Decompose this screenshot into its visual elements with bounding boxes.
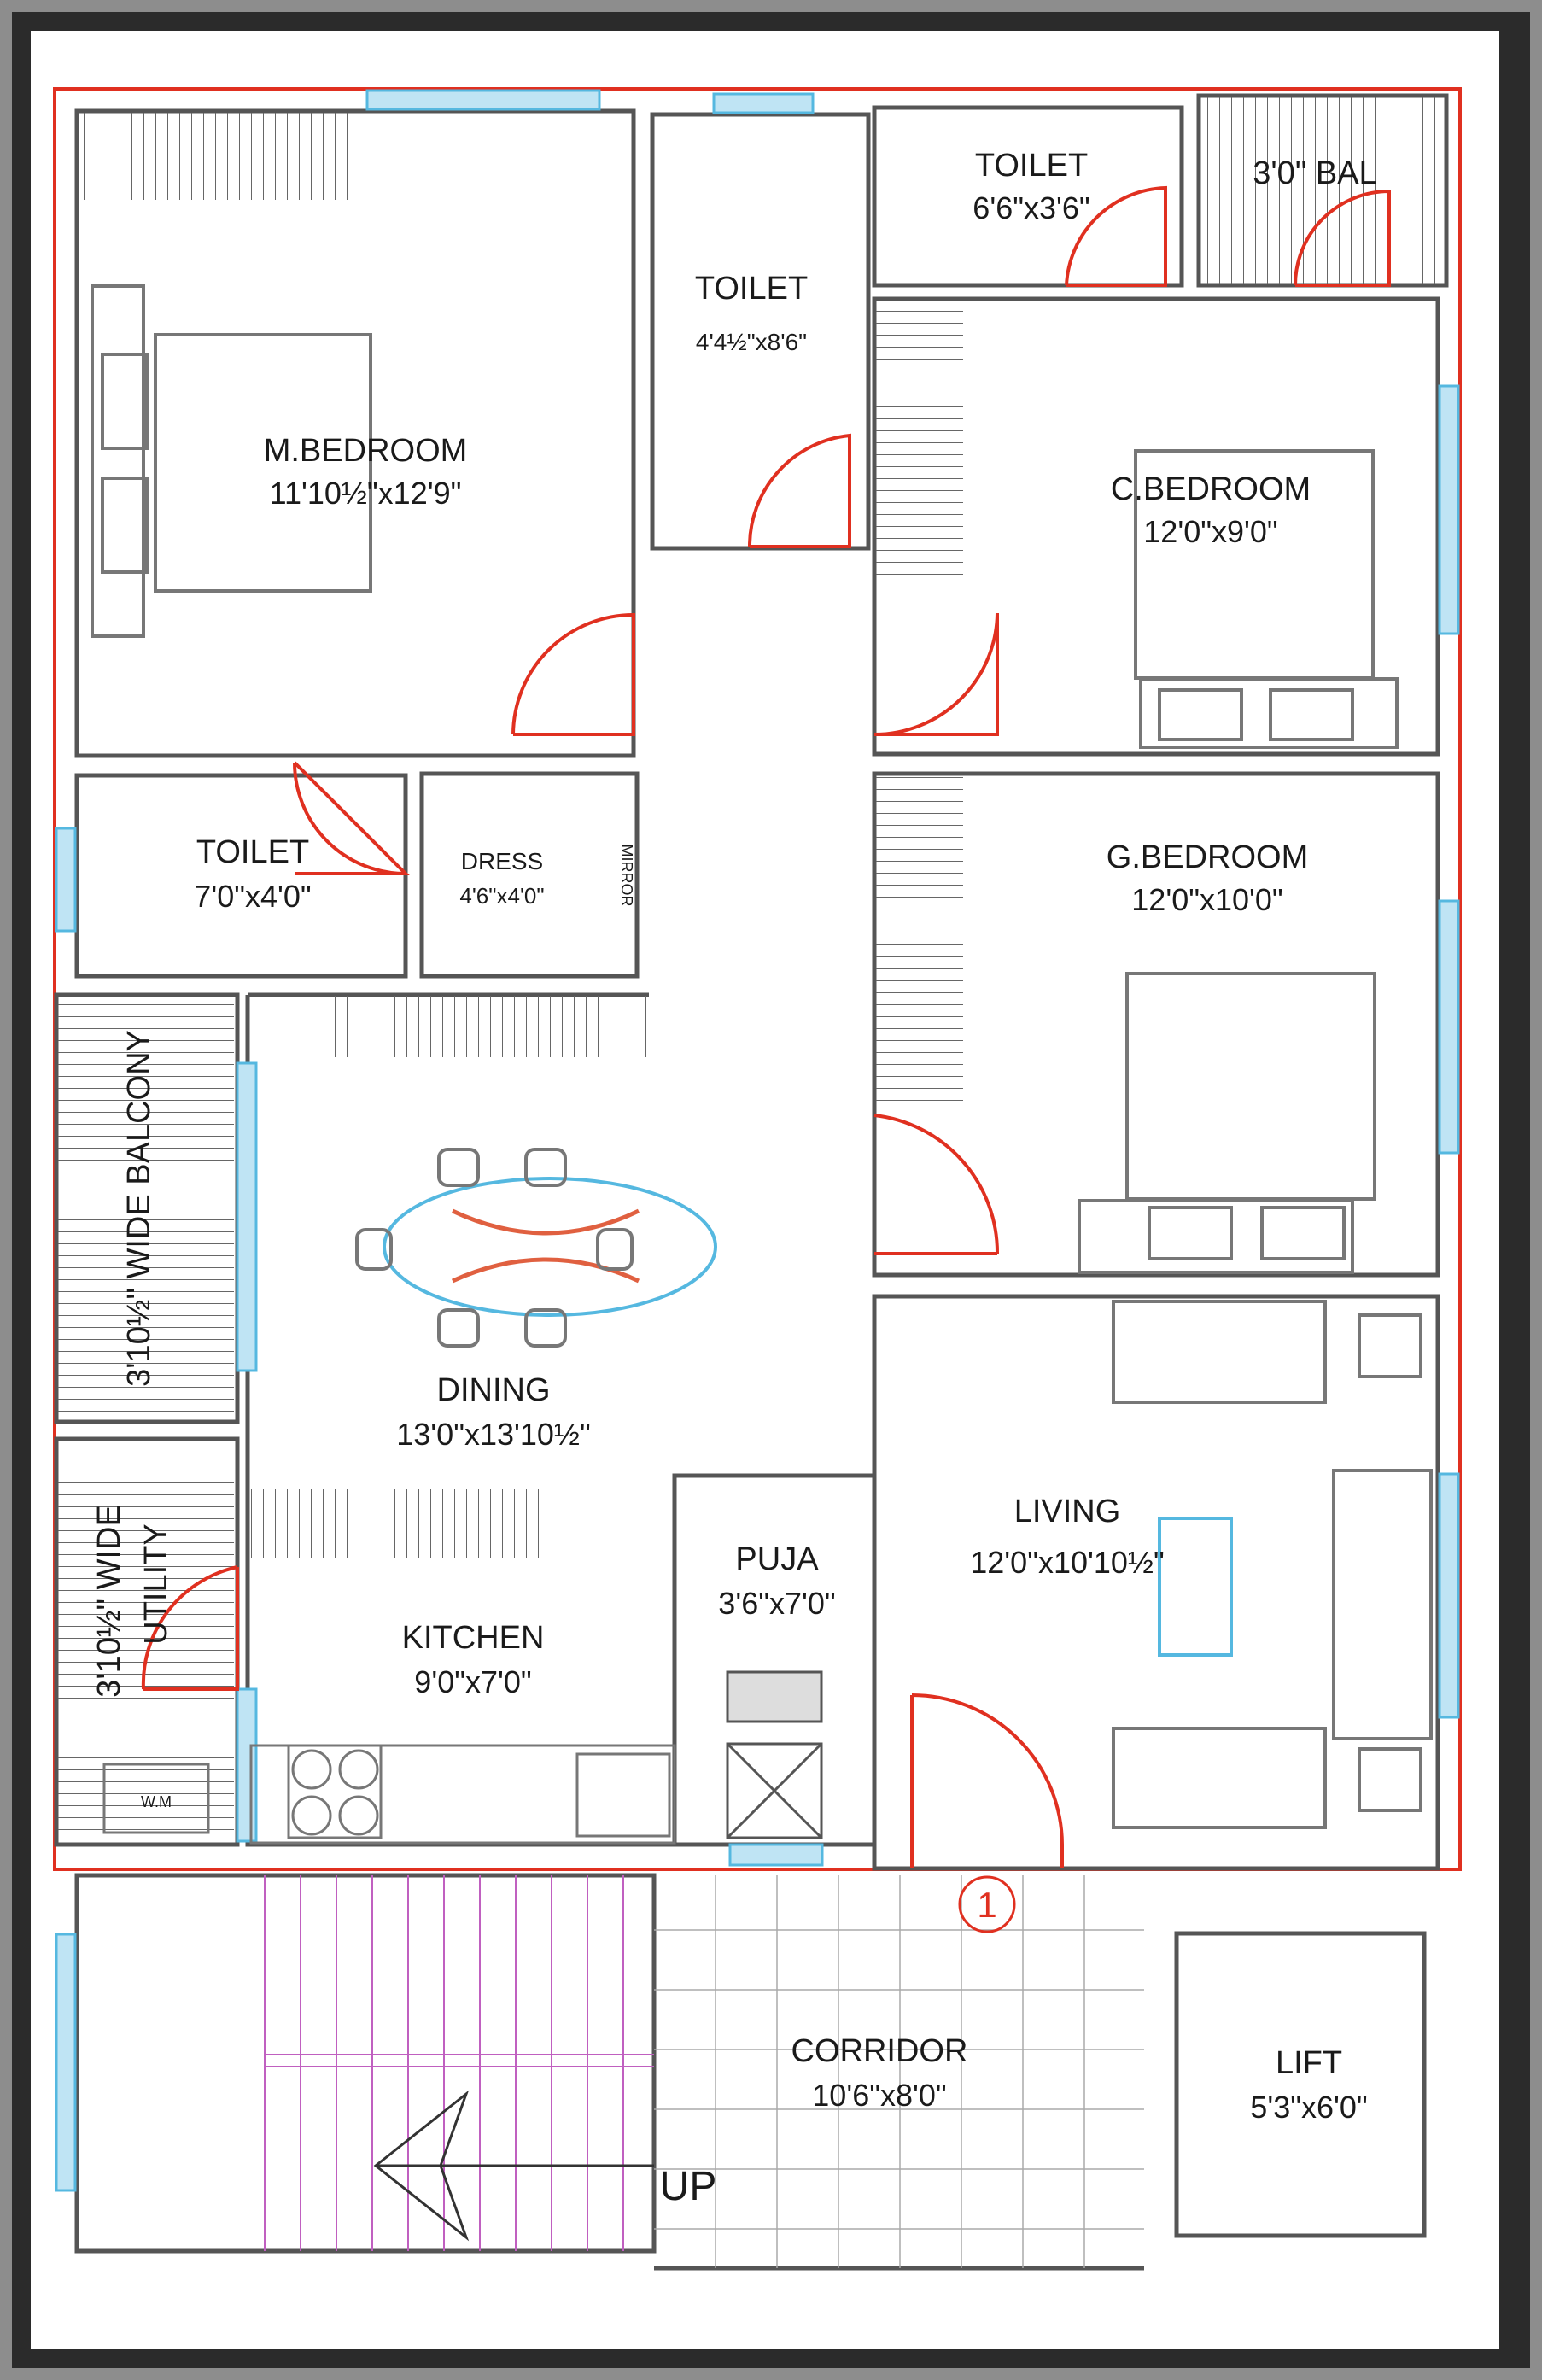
label-lift: LIFT bbox=[1276, 2045, 1342, 2081]
dim-living: 12'0"x10'10½" bbox=[970, 1545, 1164, 1580]
label-toilet-top: TOILET bbox=[975, 148, 1088, 184]
hatch-child-bedroom-side bbox=[876, 303, 963, 585]
dim-kitchen: 9'0"x7'0" bbox=[414, 1664, 531, 1699]
corridor-tiles bbox=[654, 1875, 1144, 2268]
label-balcony-side: 3'10½" WIDE BALCONY bbox=[121, 1030, 157, 1387]
label-living: LIVING bbox=[1014, 1494, 1121, 1529]
wall-guest-bedroom bbox=[872, 771, 1440, 1278]
walls bbox=[54, 93, 1449, 2271]
wall-toilet-top bbox=[872, 105, 1184, 288]
label-washing-machine: W.M bbox=[141, 1793, 172, 1810]
dim-master-bedroom: 11'10½"x12'9" bbox=[270, 476, 462, 511]
label-utility-2: UTILITY bbox=[138, 1523, 174, 1644]
dim-guest-bedroom: 12'0"x10'0" bbox=[1131, 882, 1282, 917]
dim-lift: 5'3"x6'0" bbox=[1250, 2090, 1367, 2125]
entrance-marker-label: 1 bbox=[977, 1885, 996, 1925]
hatch-balcony-side bbox=[58, 997, 234, 1419]
wall-dress bbox=[419, 771, 640, 979]
dining-table bbox=[355, 1148, 717, 1348]
hatch-utility bbox=[58, 1441, 234, 1841]
hatch-balcony-top bbox=[1200, 97, 1445, 284]
hatch-kitchen-top bbox=[249, 1489, 540, 1558]
label-kitchen: KITCHEN bbox=[402, 1620, 545, 1656]
kitchen-counter bbox=[102, 1744, 676, 1845]
dim-dress: 4'6"x4'0" bbox=[459, 883, 544, 909]
label-child-bedroom: C.BEDROOM bbox=[1111, 471, 1311, 507]
label-mirror: MIRROR bbox=[618, 845, 635, 907]
doors bbox=[141, 185, 1391, 1868]
label-balcony-top: 3'0" BAL bbox=[1253, 155, 1376, 191]
dim-toilet-master: 7'0"x4'0" bbox=[194, 879, 311, 914]
wall-toilet-master bbox=[74, 773, 408, 979]
wall-lift bbox=[1174, 1931, 1427, 2238]
dim-child-bedroom: 12'0"x9'0" bbox=[1143, 514, 1277, 549]
label-master-bedroom: M.BEDROOM bbox=[264, 433, 468, 469]
bed-master bbox=[91, 284, 372, 638]
wall-stair bbox=[74, 1873, 657, 2254]
paper bbox=[31, 31, 1499, 2349]
entrance-marker bbox=[958, 1875, 1016, 1933]
hatch-master-bedroom-top bbox=[79, 113, 369, 200]
windows bbox=[55, 89, 1460, 2192]
label-stairs-up: UP bbox=[660, 2164, 717, 2209]
sofa-set bbox=[1112, 1300, 1433, 1829]
label-puja: PUJA bbox=[735, 1541, 819, 1577]
stair-lines bbox=[264, 1875, 654, 2251]
up-arrow bbox=[373, 2090, 654, 2242]
label-guest-bedroom: G.BEDROOM bbox=[1107, 839, 1308, 875]
label-dress: DRESS bbox=[461, 848, 543, 874]
bed-guest bbox=[1078, 972, 1376, 1274]
dim-puja: 3'6"x7'0" bbox=[718, 1586, 835, 1621]
label-toilet-center: TOILET bbox=[695, 271, 808, 307]
bed-child bbox=[1134, 449, 1399, 749]
label-utility-1: 3'10½" WIDE bbox=[91, 1505, 127, 1698]
puja-items bbox=[726, 1670, 823, 1839]
hatch-guest-bedroom-side bbox=[876, 777, 963, 1102]
wall-child-bedroom bbox=[872, 296, 1440, 757]
wall-master-bedroom bbox=[74, 108, 636, 758]
label-corridor: CORRIDOR bbox=[791, 2033, 968, 2069]
dim-toilet-center: 4'4½"x8'6" bbox=[696, 329, 807, 355]
hatch-dining-top bbox=[324, 996, 649, 1057]
dim-corridor: 10'6"x8'0" bbox=[812, 2078, 946, 2113]
site-boundary bbox=[53, 87, 1462, 1871]
dim-toilet-top: 6'6"x3'6" bbox=[973, 190, 1089, 225]
label-toilet-master: TOILET bbox=[196, 834, 309, 870]
dim-dining: 13'0"x13'10½" bbox=[396, 1417, 590, 1452]
label-dining: DINING bbox=[437, 1372, 551, 1408]
